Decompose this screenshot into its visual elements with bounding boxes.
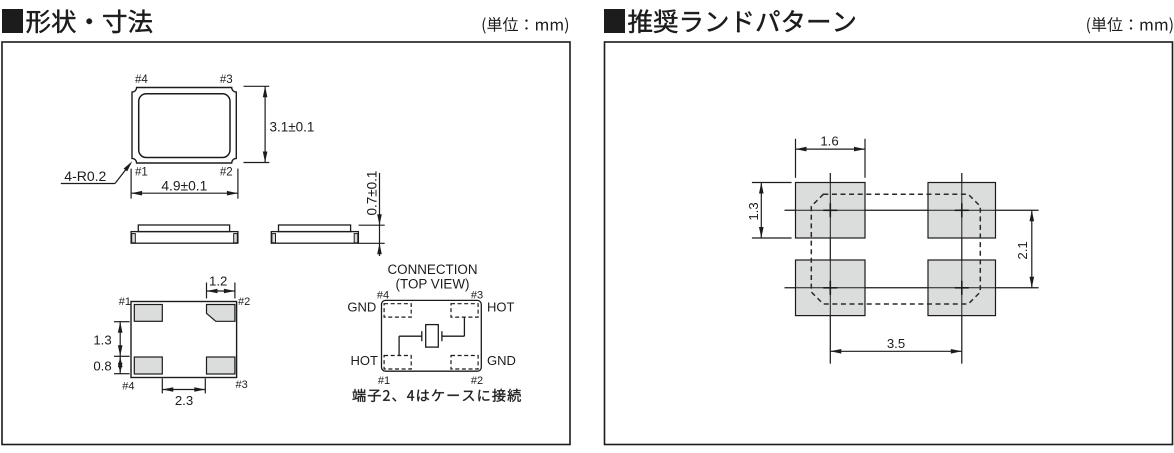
- svg-text:#2: #2: [471, 375, 483, 387]
- svg-text:HOT: HOT: [487, 300, 515, 315]
- svg-text:#1: #1: [135, 167, 148, 179]
- svg-text:2.1: 2.1: [1015, 241, 1030, 259]
- svg-text:#3: #3: [220, 74, 233, 86]
- svg-text:#3: #3: [471, 290, 483, 302]
- svg-text:1.3: 1.3: [746, 202, 761, 220]
- svg-text:HOT: HOT: [351, 353, 379, 368]
- svg-text:#1: #1: [119, 296, 131, 308]
- svg-text:4.9±0.1: 4.9±0.1: [161, 178, 207, 193]
- svg-text:GND: GND: [347, 300, 376, 315]
- svg-text:(TOP VIEW): (TOP VIEW): [396, 277, 470, 292]
- svg-text:CONNECTION: CONNECTION: [387, 262, 477, 277]
- svg-text:#4: #4: [135, 74, 148, 86]
- svg-text:4-R0.2: 4-R0.2: [64, 168, 106, 184]
- svg-text:2.3: 2.3: [175, 393, 193, 408]
- svg-text:#3: #3: [236, 379, 248, 391]
- svg-text:#4: #4: [122, 381, 134, 393]
- svg-text:1.2: 1.2: [209, 274, 227, 289]
- svg-text:3.1±0.1: 3.1±0.1: [270, 120, 315, 135]
- svg-text:#4: #4: [377, 290, 389, 302]
- svg-text:GND: GND: [487, 353, 516, 368]
- svg-text:#2: #2: [238, 296, 250, 308]
- svg-text:1.3: 1.3: [93, 333, 111, 348]
- svg-text:#2: #2: [220, 167, 233, 179]
- svg-text:3.5: 3.5: [887, 336, 905, 351]
- svg-text:0.7±0.1: 0.7±0.1: [364, 171, 379, 216]
- svg-text:1.6: 1.6: [820, 134, 838, 149]
- svg-text:0.8: 0.8: [93, 359, 111, 374]
- svg-text:#1: #1: [378, 375, 390, 387]
